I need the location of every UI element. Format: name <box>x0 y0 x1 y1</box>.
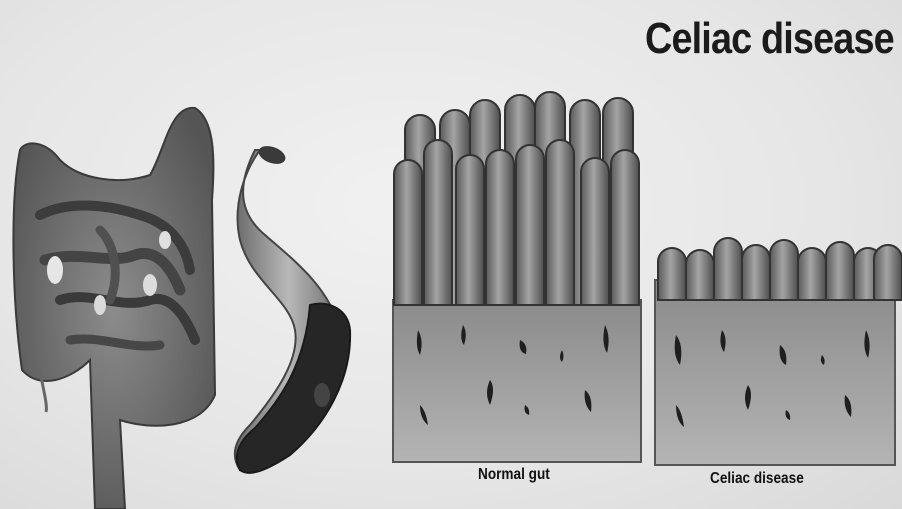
villus <box>686 250 714 300</box>
villus <box>798 248 826 300</box>
villus <box>742 245 770 300</box>
celiac-disease-label: Celiac disease <box>710 470 804 488</box>
page-title: Celiac disease <box>645 14 894 64</box>
villus <box>486 150 514 305</box>
villus <box>394 160 422 305</box>
normal-gut-panel <box>393 92 641 462</box>
intestine-illustration <box>13 108 215 509</box>
villus <box>714 238 742 300</box>
villus <box>456 155 484 305</box>
villus <box>658 248 686 300</box>
villus <box>546 140 574 305</box>
villus <box>611 150 639 305</box>
villus <box>516 145 544 305</box>
villus <box>424 140 452 305</box>
villus <box>874 245 902 300</box>
villus <box>581 158 609 305</box>
villus <box>826 242 854 300</box>
intestine-segment <box>235 143 350 473</box>
villus <box>770 240 798 300</box>
celiac-gut-panel <box>655 238 902 465</box>
normal-gut-label: Normal gut <box>478 466 550 484</box>
